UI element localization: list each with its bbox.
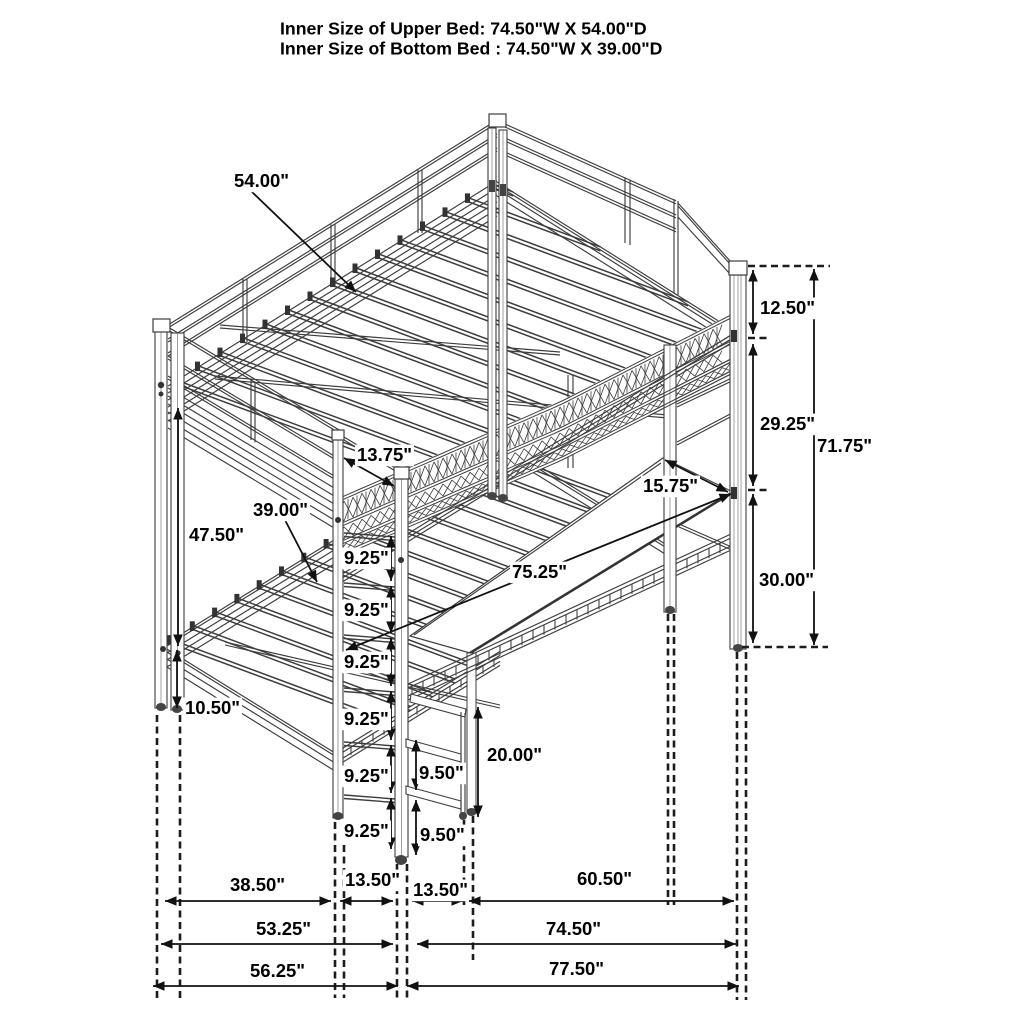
svg-text:9.25": 9.25" xyxy=(344,708,389,729)
svg-text:39.00": 39.00" xyxy=(253,499,308,520)
svg-text:30.00": 30.00" xyxy=(759,569,814,590)
svg-text:9.25": 9.25" xyxy=(344,599,389,620)
svg-text:47.50": 47.50" xyxy=(189,524,244,545)
svg-text:29.25": 29.25" xyxy=(760,413,815,434)
svg-text:10.50": 10.50" xyxy=(185,697,240,718)
svg-text:Inner Size of Bottom Bed : 74.: Inner Size of Bottom Bed : 74.50"W X 39.… xyxy=(280,39,663,59)
svg-text:75.25": 75.25" xyxy=(512,561,567,582)
svg-text:74.50": 74.50" xyxy=(546,918,601,939)
svg-text:53.25": 53.25" xyxy=(256,918,311,939)
svg-text:56.25": 56.25" xyxy=(250,960,305,981)
svg-text:15.75": 15.75" xyxy=(643,475,698,496)
svg-text:9.25": 9.25" xyxy=(344,765,389,786)
svg-text:71.75": 71.75" xyxy=(817,435,872,456)
svg-text:60.50": 60.50" xyxy=(577,868,632,889)
svg-text:54.00": 54.00" xyxy=(234,170,289,191)
svg-text:12.50": 12.50" xyxy=(760,297,815,318)
svg-text:77.50": 77.50" xyxy=(549,958,604,979)
svg-text:9.25": 9.25" xyxy=(344,820,389,841)
svg-text:9.25": 9.25" xyxy=(344,547,389,568)
svg-text:13.75": 13.75" xyxy=(357,444,412,465)
svg-text:9.25": 9.25" xyxy=(344,651,389,672)
svg-text:13.50": 13.50" xyxy=(345,869,400,890)
svg-text:9.50": 9.50" xyxy=(419,762,464,783)
svg-text:9.50": 9.50" xyxy=(420,824,465,845)
svg-text:Inner Size of Upper Bed: 74.50: Inner Size of Upper Bed: 74.50"W X 54.00… xyxy=(280,19,647,39)
svg-text:20.00": 20.00" xyxy=(487,744,542,765)
svg-text:38.50": 38.50" xyxy=(230,874,285,895)
svg-text:13.50": 13.50" xyxy=(413,879,468,900)
